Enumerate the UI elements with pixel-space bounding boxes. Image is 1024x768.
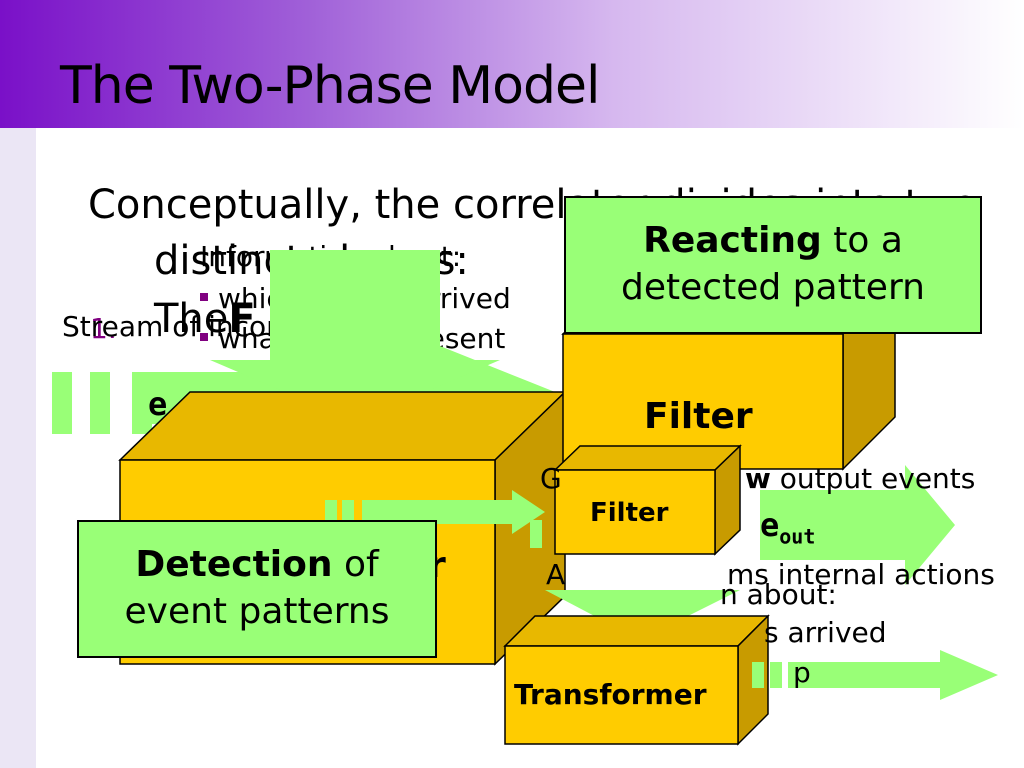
transformer-label: Transformer (514, 678, 707, 711)
reacting-callout: Reacting to a detected pattern (564, 196, 982, 334)
e-out-label: eout (760, 506, 815, 548)
filter-small-front (554, 469, 716, 555)
transformer-front (504, 645, 739, 745)
reacting-rest: to a (821, 220, 903, 262)
reacting-bold: Reacting (643, 220, 822, 262)
right-line-5: p (793, 656, 811, 689)
slide-title: The Two-Phase Model (60, 56, 600, 116)
reacting-line-2: detected pattern (621, 267, 925, 308)
event-bar-2 (90, 372, 110, 434)
filter-small-label: Filter (590, 498, 669, 528)
e-in-label: e (148, 385, 168, 423)
transformer-top (503, 615, 770, 647)
event-bar-1 (52, 372, 72, 434)
detection-callout: Detection of event patterns (77, 520, 437, 658)
filter-large-label: Filter (644, 396, 753, 437)
right-line-2-prefix: A (546, 558, 566, 591)
large-box-top (118, 391, 567, 461)
intro-line-3-prefix: The (154, 296, 229, 342)
left-accent-strip (0, 128, 36, 768)
list-number: 1. (90, 312, 117, 345)
detection-rest: of (332, 544, 379, 586)
right-line-4: s arrived (764, 616, 887, 649)
right-line-1: w output events (745, 462, 975, 495)
mid-bar-3 (530, 520, 542, 548)
out-bar-2 (770, 662, 782, 688)
filter-small-top (553, 445, 742, 471)
detection-bold: Detection (135, 544, 333, 586)
intro-line-3: TheF (154, 296, 256, 342)
right-line-1-bold: w (745, 462, 771, 495)
detection-line-2: event patterns (124, 591, 390, 632)
right-line-1-prefix: G (540, 462, 562, 495)
e-out-sub: out (779, 524, 816, 549)
title-bar (0, 0, 1024, 128)
bullet-icon (200, 333, 208, 341)
right-line-3: n about: (720, 578, 837, 611)
mid-bar-2 (342, 500, 354, 524)
right-line-1-suffix: output events (770, 462, 976, 495)
down-arrow-info (210, 250, 500, 422)
reacting-line-1: Reacting to a (643, 218, 903, 265)
event-bar-3 (132, 372, 152, 434)
detection-line-1: Detection of (135, 542, 378, 589)
right-line-2-suffix: ms internal actions (727, 558, 995, 591)
out-bar-1 (752, 662, 764, 688)
transformer-output-arrow (788, 650, 998, 700)
down-arrow-transformer (545, 590, 740, 640)
e-out-main: e (760, 506, 780, 544)
output-arrow (760, 465, 955, 585)
mid-bar-1 (325, 500, 337, 524)
intro-line-3-bold: F (228, 296, 256, 342)
bullet-icon (200, 293, 208, 301)
